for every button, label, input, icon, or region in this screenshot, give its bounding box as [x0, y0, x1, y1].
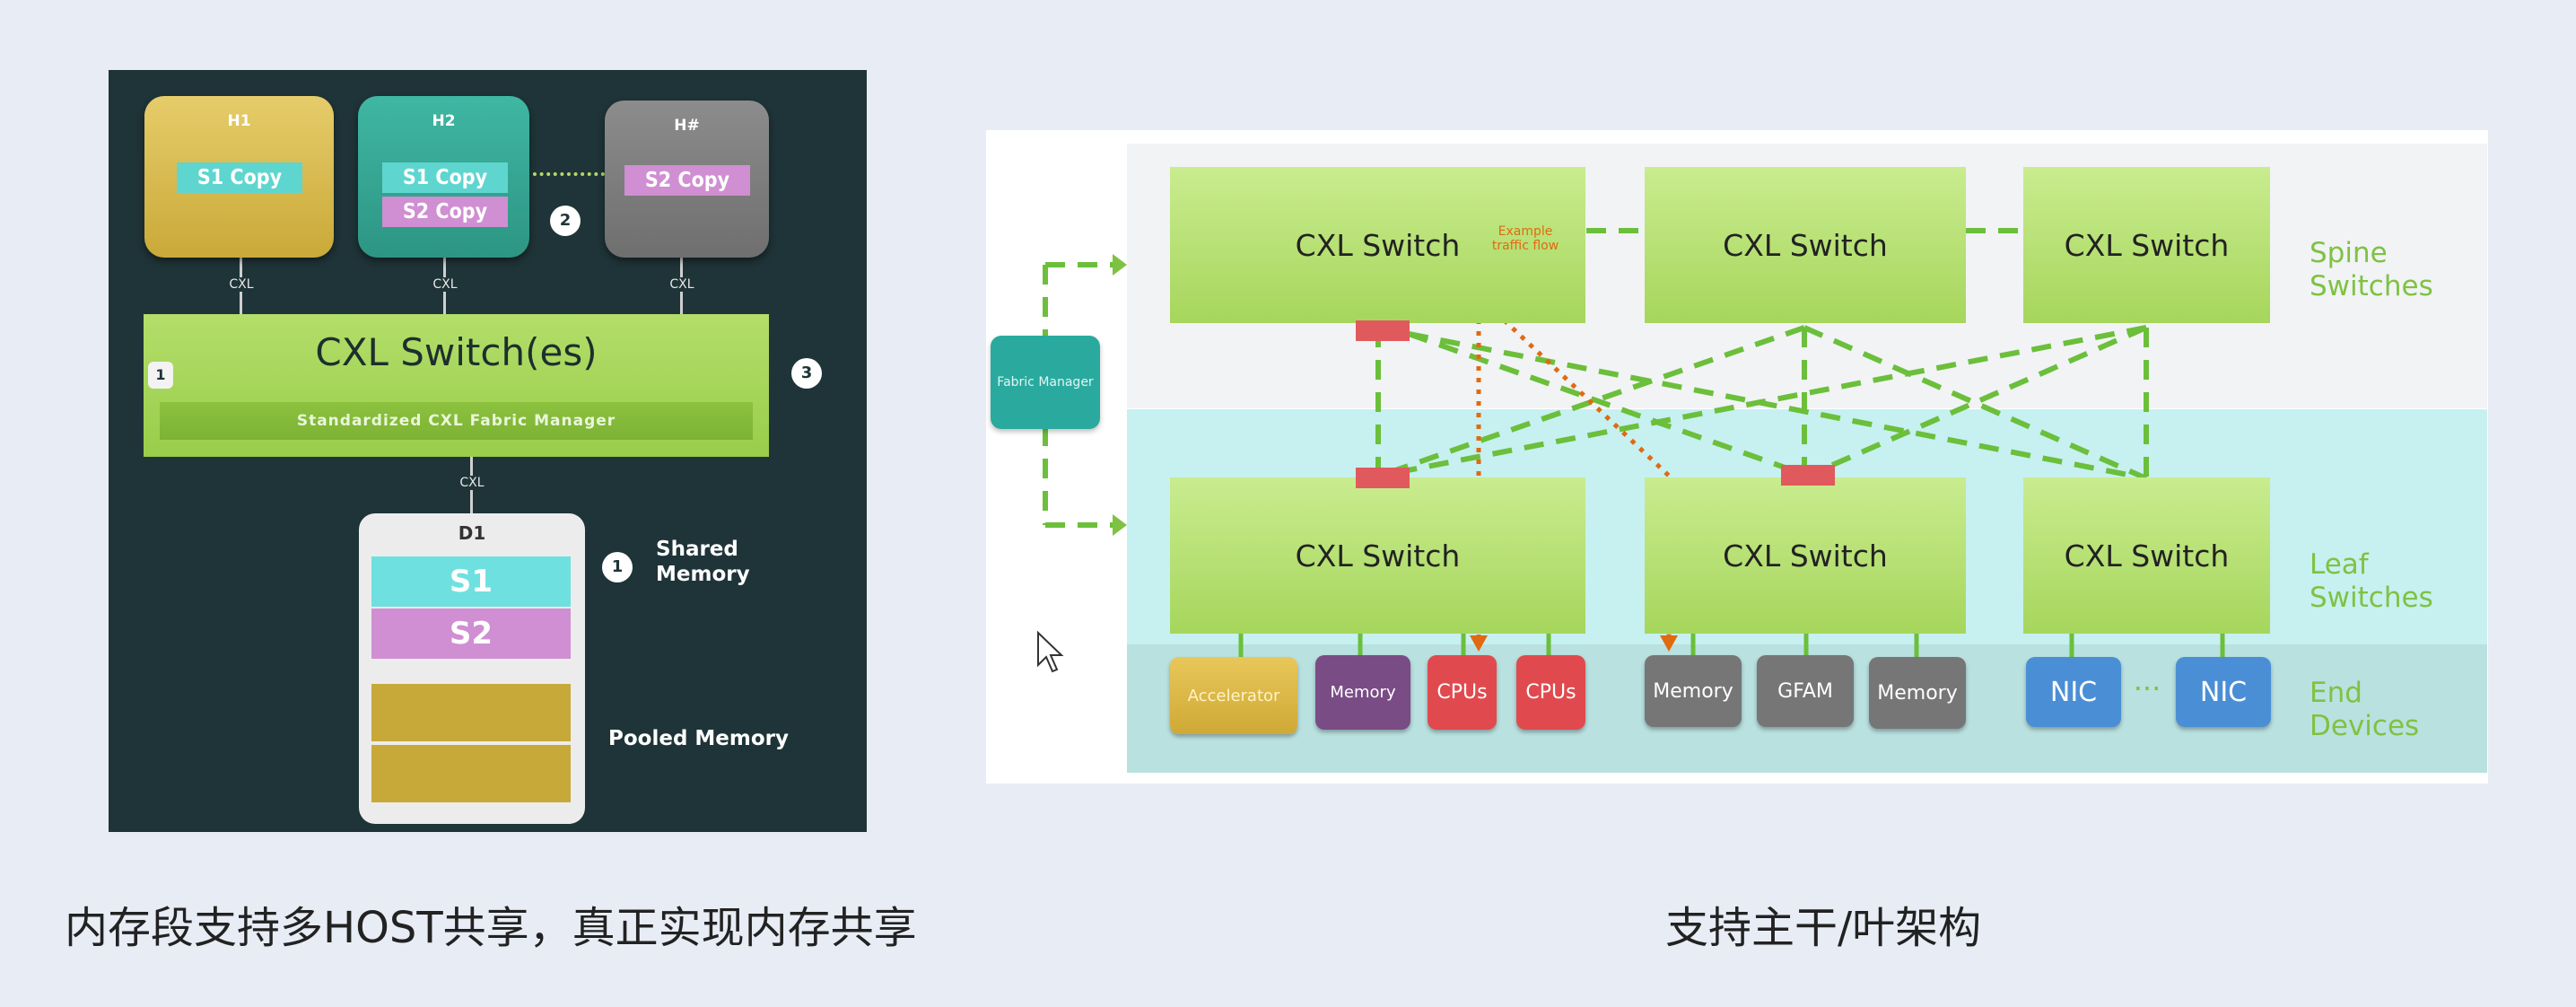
nic-ellipsis: ··· [2133, 671, 2161, 705]
device-cpus: CPUs [1516, 655, 1585, 730]
device-nic: NIC [2026, 657, 2121, 727]
port-pad [1356, 320, 1410, 341]
host-hn: H# S2 Copy [605, 101, 769, 258]
device-title: D1 [458, 522, 486, 544]
host-title: H2 [432, 112, 456, 130]
leaf-switch-2: CXL Switch [1645, 477, 1966, 634]
leaf-switch-1: CXL Switch [1170, 477, 1585, 634]
memory-device-d1: D1 S1 S2 [359, 513, 585, 824]
cxl-link-label: CXL [214, 277, 268, 292]
badge-three: 3 [791, 358, 822, 389]
fabric-manager-bar: Standardized CXL Fabric Manager [160, 402, 753, 440]
host-ellipsis [533, 172, 605, 176]
spine-switches-label: Spine Switches [2310, 237, 2433, 302]
cxl-link-label: CXL [418, 277, 472, 292]
host-h2: H2 S1 Copy S2 Copy [358, 96, 529, 258]
device-accelerator: Accelerator [1170, 657, 1297, 734]
cxl-link-label: CXL [655, 277, 709, 292]
s1-copy-chip: S1 Copy [382, 162, 508, 193]
host-title: H1 [227, 112, 251, 130]
pooled-segment [371, 745, 571, 802]
shared-memory-label: Shared Memory [656, 538, 750, 586]
device-memory: Memory [1869, 657, 1966, 729]
device-cpus: CPUs [1428, 655, 1497, 730]
port-pad [1356, 468, 1410, 488]
device-memory: Memory [1315, 655, 1410, 730]
badge-two: 2 [550, 206, 581, 236]
right-caption: 支持主干/叶架构 [1665, 903, 1982, 953]
s2-copy-chip: S2 Copy [624, 165, 750, 196]
spine-switch-2: CXL Switch [1645, 167, 1966, 323]
leaf-switch-3: CXL Switch [2023, 477, 2270, 634]
badge-one-shared: 1 [602, 552, 633, 582]
mouse-cursor-icon [1037, 631, 1064, 673]
left-caption: 内存段支持多HOST共享，真正实现内存共享 [65, 903, 917, 953]
leaf-switches-label: Leaf Switches [2310, 548, 2433, 614]
s1-copy-chip: S1 Copy [177, 162, 302, 193]
cxl-switches-block: CXL Switch(es) Standardized CXL Fabric M… [144, 314, 769, 457]
cxl-link-label: CXL [445, 476, 499, 490]
host-h1: H1 S1 Copy [144, 96, 334, 258]
segment-s1: S1 [371, 556, 571, 607]
spine-switch-3: CXL Switch [2023, 167, 2270, 323]
device-nic: NIC [2176, 657, 2271, 727]
fabric-manager-box: Fabric Manager [991, 336, 1100, 429]
s2-copy-chip: S2 Copy [382, 197, 508, 227]
spine-switch-1: CXL Switch [1170, 167, 1585, 323]
example-flow-label: Example traffic flow [1491, 224, 1559, 253]
pooled-memory-label: Pooled Memory [608, 727, 790, 750]
host-title: H# [674, 117, 700, 135]
badge-one: 1 [148, 362, 173, 389]
pooled-segment [371, 684, 571, 741]
end-devices-label: End Devices [2310, 677, 2420, 742]
switch-title: CXL Switch(es) [315, 330, 598, 374]
segment-s2: S2 [371, 609, 571, 659]
device-gfam: GFAM [1757, 655, 1854, 727]
device-memory: Memory [1645, 655, 1742, 727]
port-pad [1781, 465, 1835, 486]
